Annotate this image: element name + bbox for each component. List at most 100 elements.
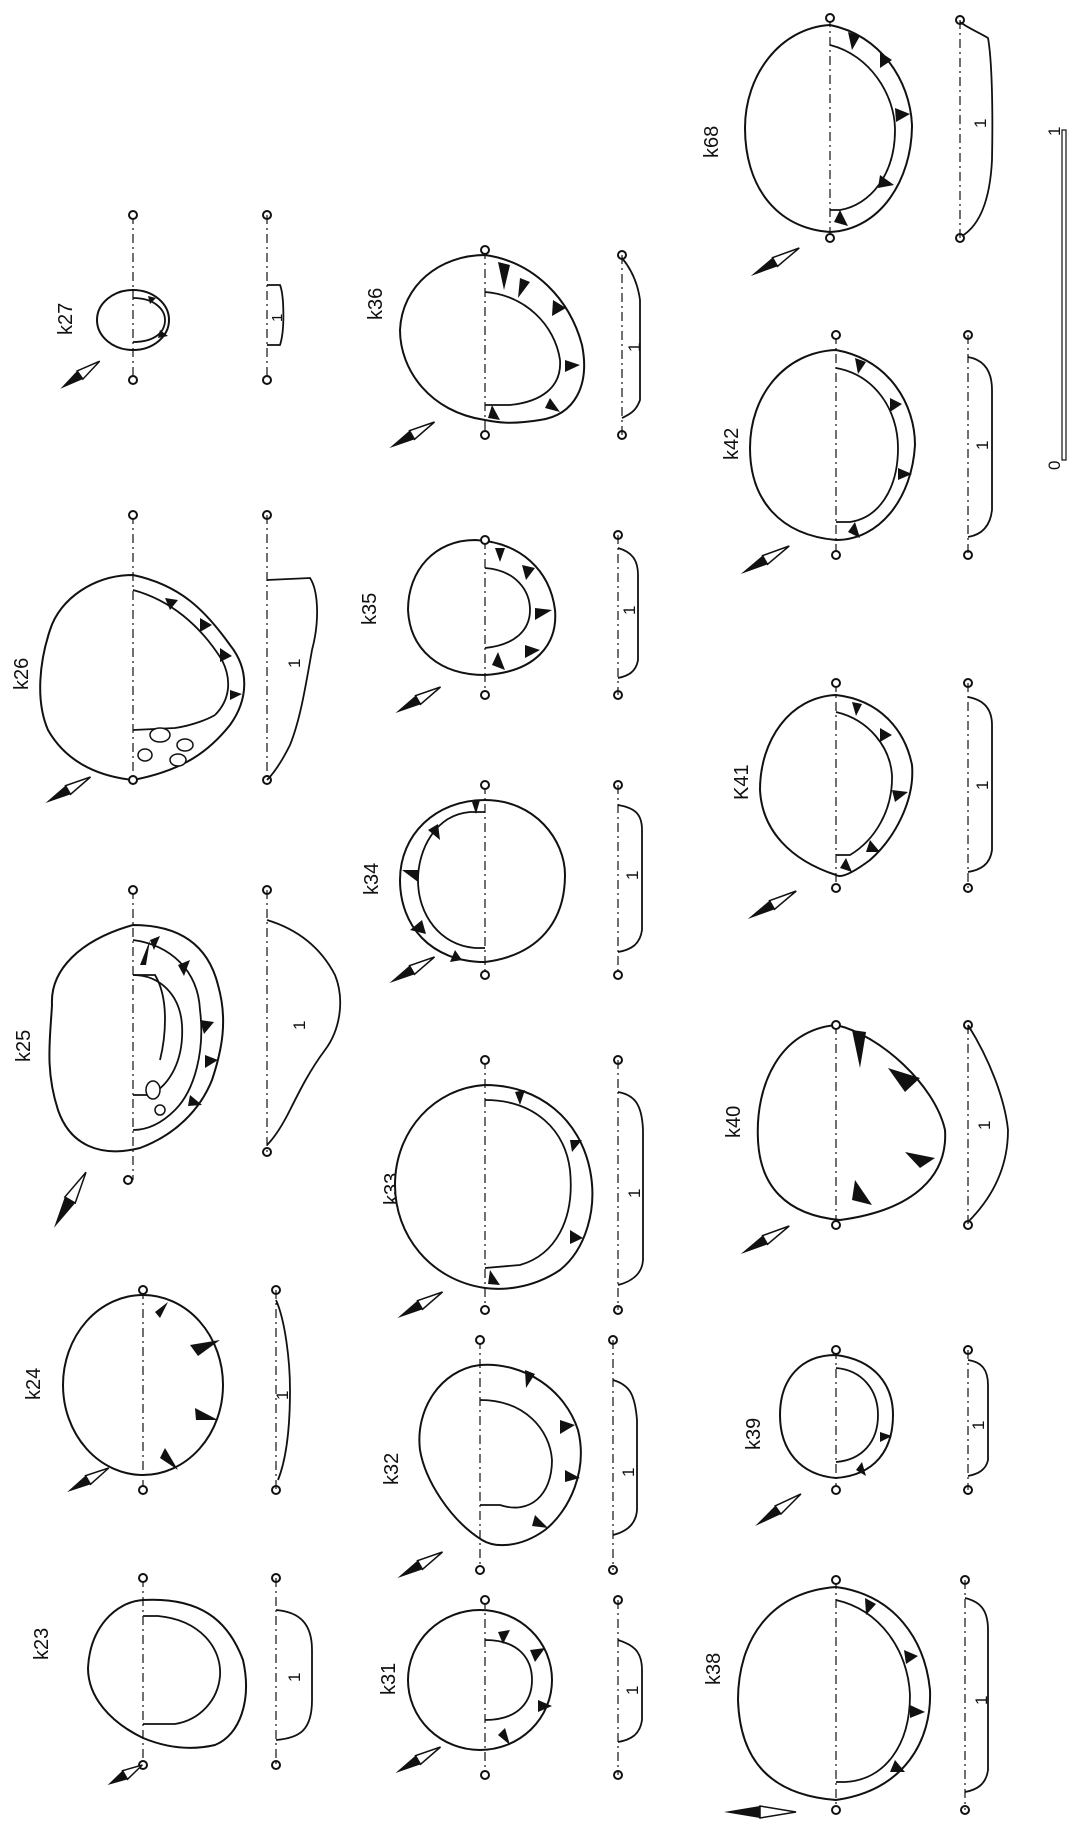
- feature-k27: k27 1: [55, 210, 286, 389]
- feature-section: [617, 1639, 643, 1743]
- feature-label: k23: [31, 1628, 53, 1660]
- slope-hachure: [160, 1448, 178, 1470]
- section-label: 1: [285, 659, 304, 668]
- feature-section: [967, 1359, 989, 1477]
- section-point-icon: [138, 1285, 148, 1295]
- slope-hachure: [904, 1650, 918, 1664]
- feature-outline: [756, 1023, 947, 1222]
- feature-inner-edge: [835, 711, 893, 856]
- slope-hachure: [205, 1055, 218, 1068]
- stone: [154, 1104, 166, 1116]
- feature-k34: k34 1: [361, 780, 643, 983]
- section-point-icon: [831, 550, 841, 560]
- slope-hachure: [525, 1370, 535, 1388]
- slope-hachure: [190, 1340, 220, 1356]
- slope-hachure: [522, 565, 535, 580]
- feature-inner-edge: [143, 1615, 221, 1725]
- section-point-icon: [138, 1573, 148, 1583]
- feature-section: [266, 919, 342, 1146]
- section-label: 1: [285, 1673, 304, 1682]
- section-point-icon: [480, 1305, 490, 1315]
- section-label: 1: [620, 606, 639, 615]
- feature-section: [266, 577, 318, 781]
- slope-hachure: [565, 360, 580, 372]
- feature-label: k26: [11, 658, 33, 690]
- feature-k24: k24 1: [23, 1285, 292, 1495]
- slope-hachure: [848, 522, 860, 538]
- section-point-icon: [831, 1805, 841, 1815]
- slope-hachure: [498, 1630, 510, 1644]
- feature-inner-edge: [835, 367, 899, 523]
- feature-inner-edge: [133, 974, 166, 1061]
- north-arrow-icon: [389, 956, 436, 983]
- feature-section: [617, 547, 639, 679]
- feature-inner-edge: [835, 1367, 879, 1463]
- section-point-icon: [825, 13, 835, 23]
- stone: [176, 738, 194, 752]
- north-arrow-icon: [67, 1467, 110, 1492]
- section-point-icon: [262, 375, 272, 385]
- slope-hachure: [560, 1420, 575, 1434]
- slope-hachure: [880, 52, 892, 68]
- section-point-icon: [128, 375, 138, 385]
- feature-label: k32: [381, 1453, 403, 1485]
- scale-start-label: 0: [1045, 461, 1064, 470]
- section-point-icon: [128, 510, 138, 520]
- feature-outline: [418, 1363, 582, 1547]
- feature-outline: [398, 798, 567, 964]
- north-arrow-icon: [107, 1764, 143, 1785]
- slope-hachure: [525, 645, 540, 658]
- section-label: 1: [972, 1696, 991, 1705]
- north-arrow-icon: [60, 360, 101, 389]
- section-label: 1: [290, 1021, 309, 1030]
- feature-inner-edge: [132, 974, 184, 1096]
- slope-hachure: [910, 1705, 925, 1718]
- feature-k31: k31 1: [378, 1595, 643, 1780]
- feature-section: [275, 1299, 291, 1481]
- section-point-icon: [480, 690, 490, 700]
- slope-hachure: [488, 405, 500, 420]
- stone: [169, 753, 187, 767]
- feature-section: [964, 1597, 989, 1793]
- feature-k36: k36 1: [365, 245, 644, 448]
- north-arrow-icon: [740, 545, 790, 574]
- slope-hachure: [890, 398, 902, 412]
- feature-inner-edge: [132, 714, 216, 731]
- feature-outline: [407, 1609, 553, 1751]
- slope-hachure: [552, 300, 566, 316]
- feature-k23: k23 1: [31, 1573, 313, 1785]
- feature-section: [621, 257, 641, 419]
- slope-hachure: [518, 278, 530, 298]
- scale-bar-rect: [1061, 129, 1067, 461]
- section-label: 1: [969, 1421, 988, 1430]
- slope-hachure: [880, 728, 892, 742]
- section-point-icon: [831, 1575, 841, 1585]
- feature-k39: k39 1: [743, 1345, 989, 1527]
- slope-hachure: [545, 398, 560, 412]
- feature-label: k38: [703, 1653, 725, 1685]
- north-arrow-icon: [740, 1225, 790, 1254]
- section-point-icon: [128, 210, 138, 220]
- section-label: 1: [619, 1468, 638, 1477]
- north-arrow-icon: [45, 776, 92, 803]
- slope-hachure: [165, 598, 178, 610]
- slope-hachure: [498, 1728, 510, 1745]
- feature-inner-edge: [835, 1599, 911, 1783]
- slope-hachure: [498, 262, 510, 290]
- slope-hachure: [515, 1090, 525, 1105]
- feature-k41: K41 1: [731, 678, 993, 919]
- section-point-icon: [831, 330, 841, 340]
- slope-hachure: [852, 702, 862, 716]
- section-point-icon: [271, 1760, 281, 1770]
- feature-label: K41: [731, 764, 753, 800]
- feature-label: k68: [701, 126, 723, 158]
- slope-hachure: [856, 1462, 866, 1476]
- section-point-icon: [480, 780, 490, 790]
- feature-label: k34: [361, 863, 383, 895]
- scale-bar: 0 1: [1045, 127, 1067, 470]
- slope-hachure: [570, 1140, 582, 1152]
- feature-k25: k25 1: [13, 885, 342, 1228]
- feature-k33: k33 1: [381, 1055, 644, 1318]
- slope-hachure: [495, 548, 505, 562]
- section-point-icon: [128, 885, 138, 895]
